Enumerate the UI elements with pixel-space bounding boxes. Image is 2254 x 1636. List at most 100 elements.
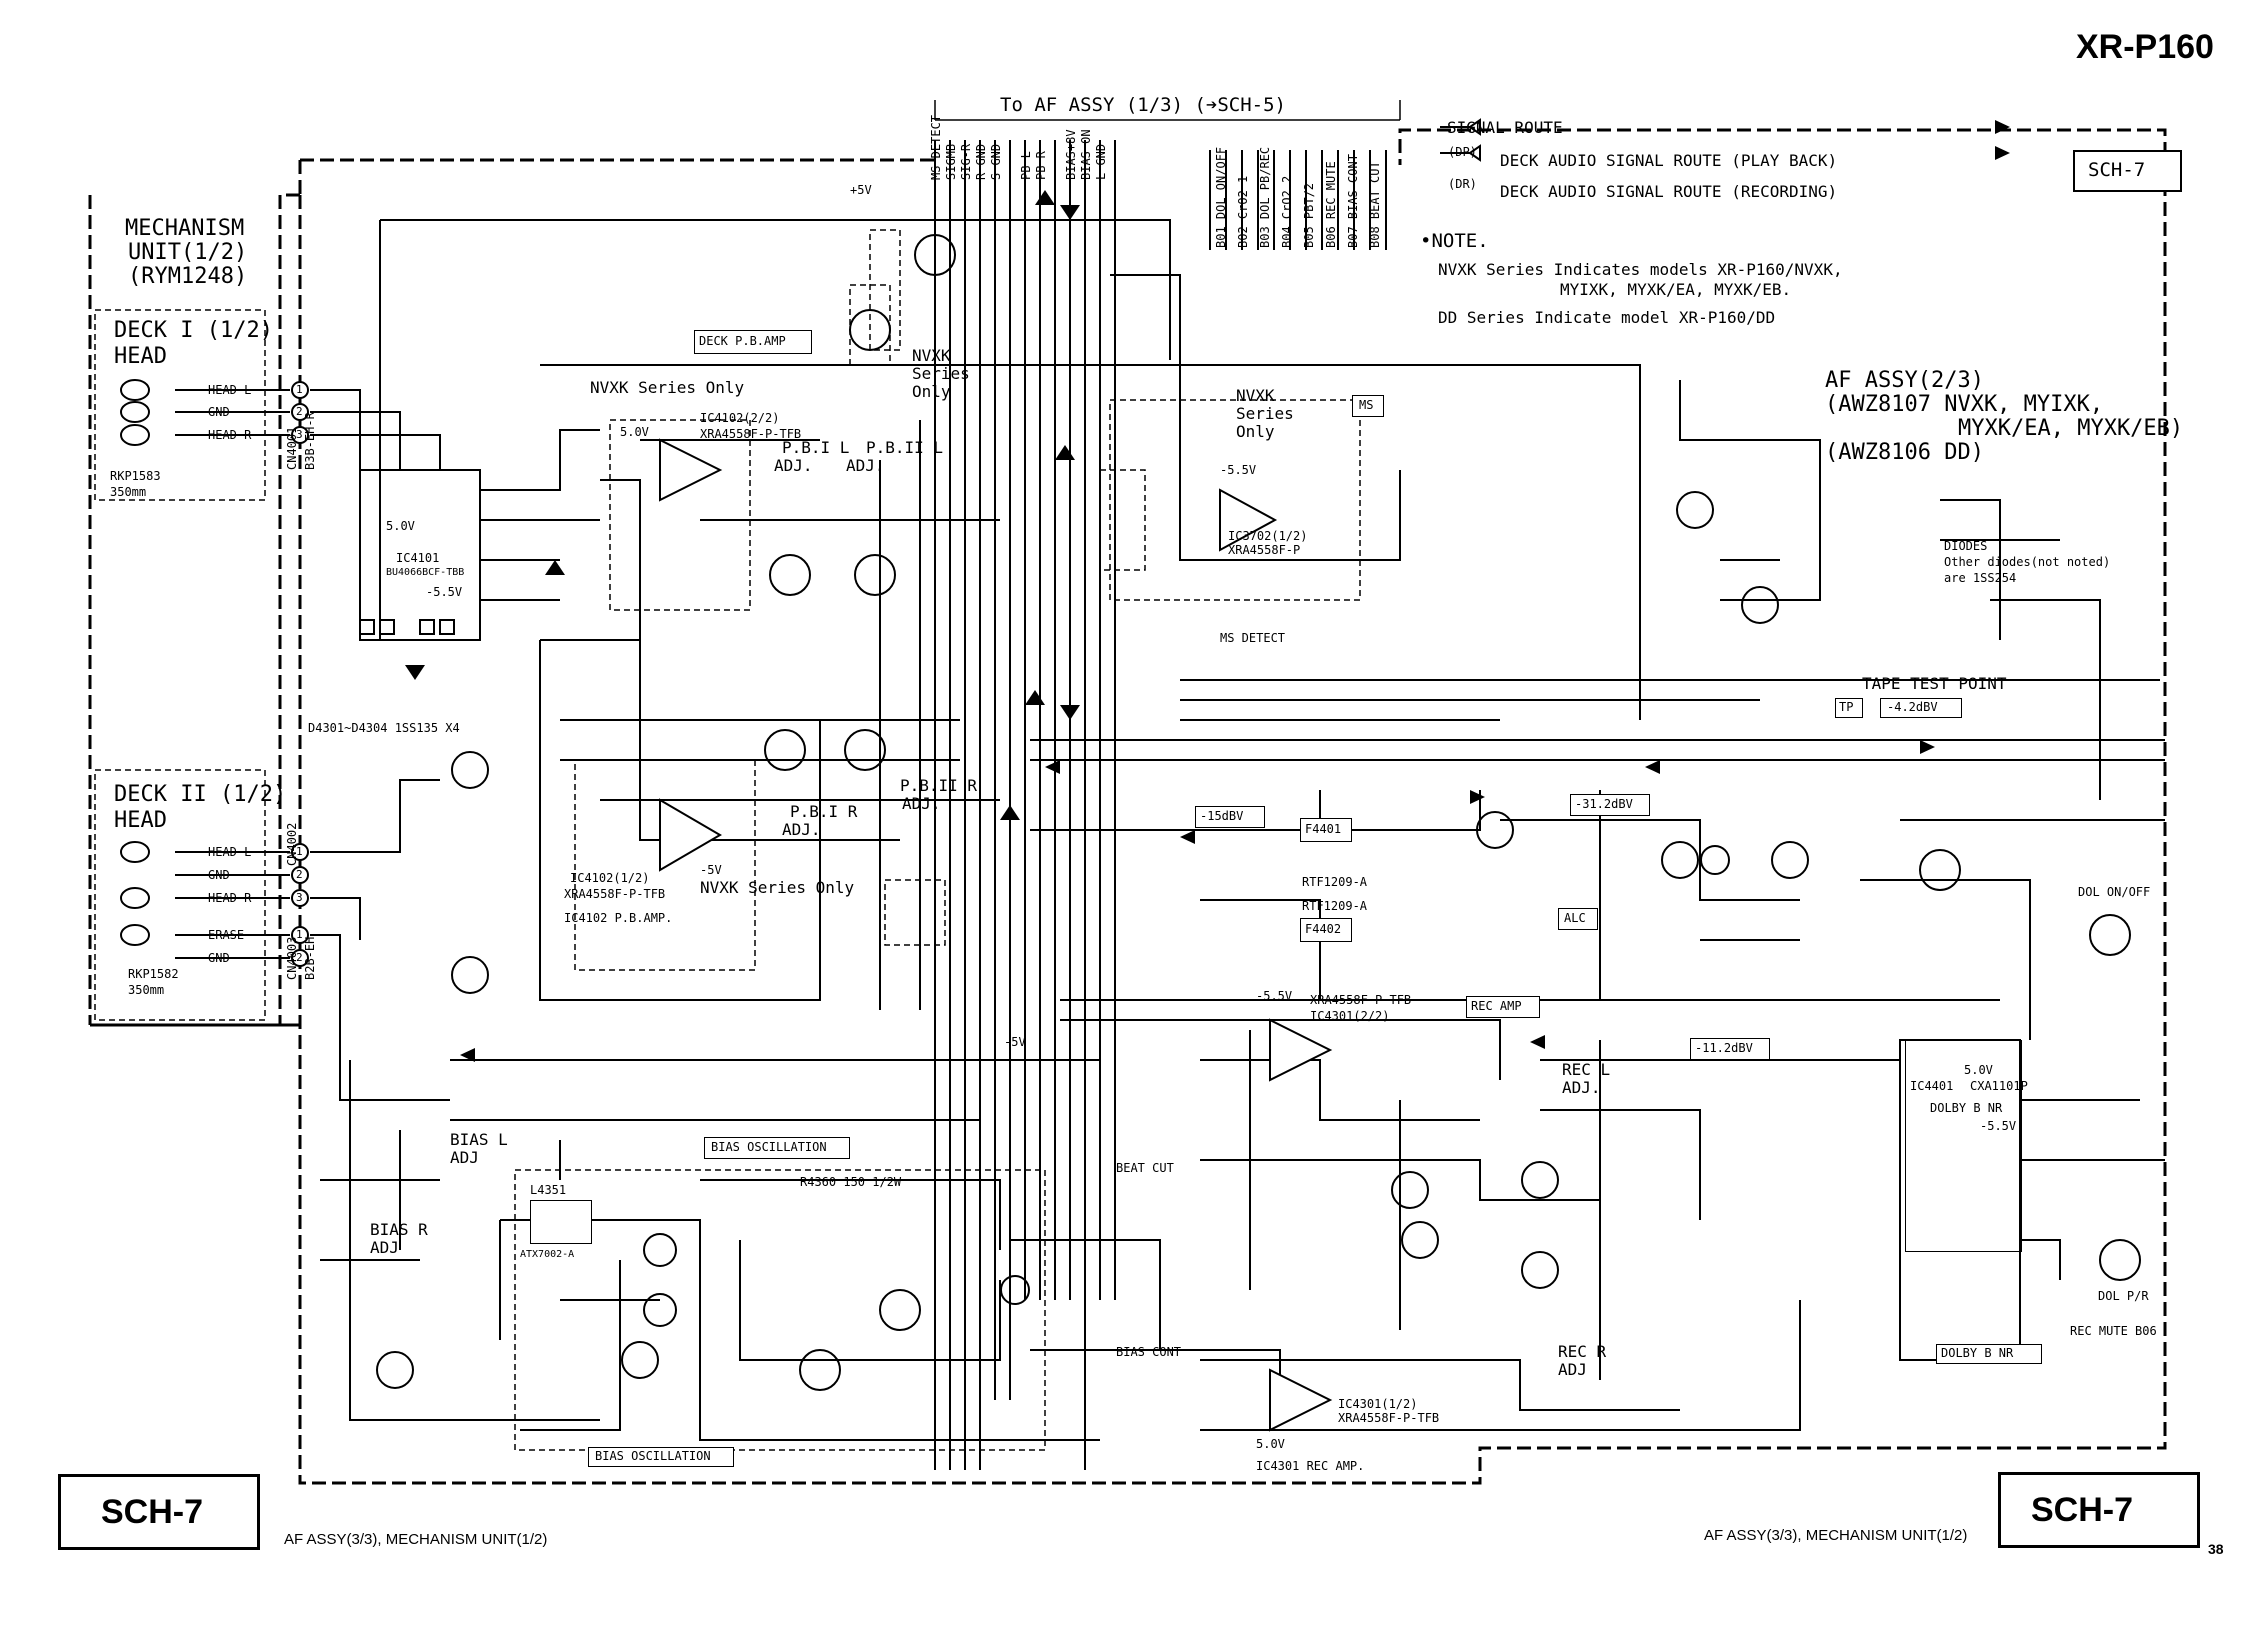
- deck2-pin-label: GND: [208, 868, 230, 882]
- deck2-pin-label: HEAD R: [208, 891, 252, 905]
- ic4102-22-label: IC4102(2/2): [700, 411, 780, 425]
- beat-cut-label: BEAT CUT: [1116, 1161, 1174, 1175]
- deck2-pin-num: 1: [296, 845, 303, 858]
- top-bus-label: To AF ASSY (1/3) (➔SCH-5): [1000, 94, 1286, 116]
- dol-pr-label: DOL P/R: [2098, 1289, 2149, 1303]
- ic4301-supply: 5.0V: [1256, 1437, 1285, 1451]
- sch-tag-box: SCH-7: [2073, 150, 2182, 192]
- dolby-nr-box: DOLBY B NR: [1936, 1344, 2042, 1364]
- bus-signal-label: R GND: [974, 143, 988, 180]
- f4401-box: F4401: [1300, 818, 1352, 842]
- af-assy-line-1: AF ASSY(2/3): [1825, 368, 1984, 393]
- ic4101-neg-supply: -5.5V: [426, 585, 463, 599]
- bus-signal-label: BIAS ON: [1079, 129, 1093, 180]
- signal-route-play-tag: (DP): [1448, 145, 1477, 159]
- bus-signal-label: PB R: [1034, 151, 1048, 180]
- f4401-label: F4401: [1305, 822, 1342, 836]
- nvxk-only-word: Only: [1236, 422, 1275, 441]
- note-line-3: DD Series Indicate model XR-P160/DD: [1438, 308, 1776, 327]
- deck2-pin-num: 2: [296, 951, 303, 964]
- deck-pb-amp-label: DECK P.B.AMP: [699, 334, 786, 348]
- alc-label: ALC: [1564, 911, 1586, 925]
- bus-signal-label: BIAS+8V: [1064, 129, 1078, 180]
- bus-signal-label: S GND: [989, 143, 1003, 180]
- ic3702-neg-supply: -5.5V: [1220, 463, 1257, 477]
- rec-r-adj: REC R: [1558, 1342, 1607, 1361]
- ic4301-12-part: XRA4558F-P-TFB: [1338, 1411, 1440, 1425]
- ms-detect-label: MS DETECT: [1220, 631, 1286, 645]
- ic3702-part: XRA4558F-P: [1228, 543, 1301, 557]
- diodes-line-3: are 1SS254: [1944, 571, 2017, 585]
- ic4401-neg-supply: -5.5V: [1980, 1119, 2017, 1133]
- bias-r-adj-label: ADJ: [370, 1238, 399, 1257]
- sch-box-right: SCH-7: [1998, 1472, 2200, 1548]
- sch-right-label: SCH-7: [2031, 1491, 2134, 1529]
- nvxk-only-label: NVXK Series Only: [590, 378, 745, 397]
- ic4102-12-label: IC4102(1/2): [570, 871, 650, 885]
- bias-osc-box-bottom: BIAS OSCILLATION: [588, 1447, 734, 1467]
- deck1-pin-label: HEAD R: [208, 428, 252, 442]
- deck1-head: HEAD: [114, 344, 167, 369]
- cn4003-part: B2B-EH: [303, 936, 317, 980]
- af-assy-line-2: (AWZ8107 NVXK, MYIXK,: [1825, 392, 2104, 417]
- right-bus-signal-label: B06 REC MUTE: [1324, 161, 1338, 248]
- bus-signal-label: SIGMB: [944, 143, 958, 180]
- note-line-1: NVXK Series Indicates models XR-P160/NVX…: [1438, 260, 1843, 279]
- pb-iil-adj-label: ADJ.: [846, 456, 885, 475]
- dolby-nr-label: DOLBY B NR: [1941, 1346, 2014, 1360]
- tp-box: TP: [1835, 698, 1863, 718]
- bias-osc-box-top: BIAS OSCILLATION: [704, 1137, 850, 1159]
- nvxk-only-label: NVXK Series Only: [700, 878, 855, 897]
- diodes-title: DIODES: [1944, 539, 1988, 553]
- tp-level-box: -4.2dBV: [1880, 698, 1962, 718]
- alc-box: ALC: [1558, 908, 1598, 930]
- bus-signal-label: L GND: [1094, 143, 1108, 180]
- nvxk-label: NVXK: [912, 346, 951, 365]
- cn4001-part: B3B-EH-R: [303, 412, 317, 470]
- ic4102-supply: 5.0V: [620, 425, 649, 439]
- supply-minus-5v: -5V: [1004, 1035, 1026, 1049]
- ic3702-label: IC3702(1/2): [1228, 529, 1308, 543]
- deck1-pin-num: 1: [296, 383, 303, 396]
- ic4102-22-part: XRA4558F-P-TFB: [700, 427, 802, 441]
- deck1-title: DECK I (1/2): [114, 318, 273, 343]
- bus-signal-label: PB L: [1019, 151, 1033, 180]
- cn4002-label: CN4002: [285, 822, 299, 866]
- rec-amp-label: REC AMP: [1471, 999, 1522, 1013]
- ic4401-part: CXA1101P: [1970, 1079, 2028, 1093]
- model-title: XR-P160: [2076, 28, 2214, 66]
- bias-r-adj: BIAS R: [370, 1220, 428, 1239]
- pb-iil-adj: P.B.II L: [866, 438, 944, 457]
- pb-il-adj: P.B.I L: [782, 438, 850, 457]
- deck1-pin-num: 2: [296, 405, 303, 418]
- bias-osc-label-top: BIAS OSCILLATION: [711, 1140, 827, 1154]
- tp-level: -4.2dBV: [1887, 700, 1938, 714]
- ic4102-12-part: XRA4558F-P-TFB: [564, 887, 666, 901]
- rtf2-label: RTF1209-A: [1302, 899, 1368, 913]
- supply-plus-5v: +5V: [850, 183, 872, 197]
- pb-iir-adj: P.B.II R: [900, 776, 978, 795]
- l4351-box: [530, 1200, 592, 1244]
- f4402-box: F4402: [1300, 918, 1352, 942]
- footer-caption-right: AF ASSY(3/3), MECHANISM UNIT(1/2): [1704, 1527, 1968, 1544]
- deck2-pin-label: ERASE: [208, 928, 245, 942]
- cn4003-label: CN4003: [285, 936, 299, 980]
- ic4301-12-label: IC4301(1/2): [1338, 1397, 1418, 1411]
- nvxk-only-word: Only: [912, 382, 951, 401]
- right-bus-signal-label: B02 CrO2 1: [1236, 175, 1250, 248]
- right-bus-signal-label: B03 DOL PB/REC: [1258, 146, 1272, 248]
- ic4301-22-label: IC4301(2/2): [1310, 1009, 1390, 1023]
- deck1-pin-label: GND: [208, 405, 230, 419]
- bias-osc-label-bottom: BIAS OSCILLATION: [595, 1449, 711, 1463]
- bus-signal-label: SIG-R: [959, 143, 973, 180]
- note-line-2: MYIXK, MYXK/EA, MYXK/EB.: [1560, 280, 1792, 299]
- r4360-label: R4360 150 1/2W: [800, 1175, 902, 1189]
- d4301-label: D4301~D4304 1SS135 X4: [308, 721, 460, 735]
- signal-route-play: DECK AUDIO SIGNAL ROUTE (PLAY BACK): [1500, 151, 1838, 170]
- deck2-pin-num: 1: [296, 928, 303, 941]
- deck1-pin-num: 3: [296, 428, 303, 441]
- level-15-box: -15dBV: [1195, 806, 1265, 828]
- deck2-pin-label: GND: [208, 951, 230, 965]
- ic4401-body: [1905, 1040, 2022, 1252]
